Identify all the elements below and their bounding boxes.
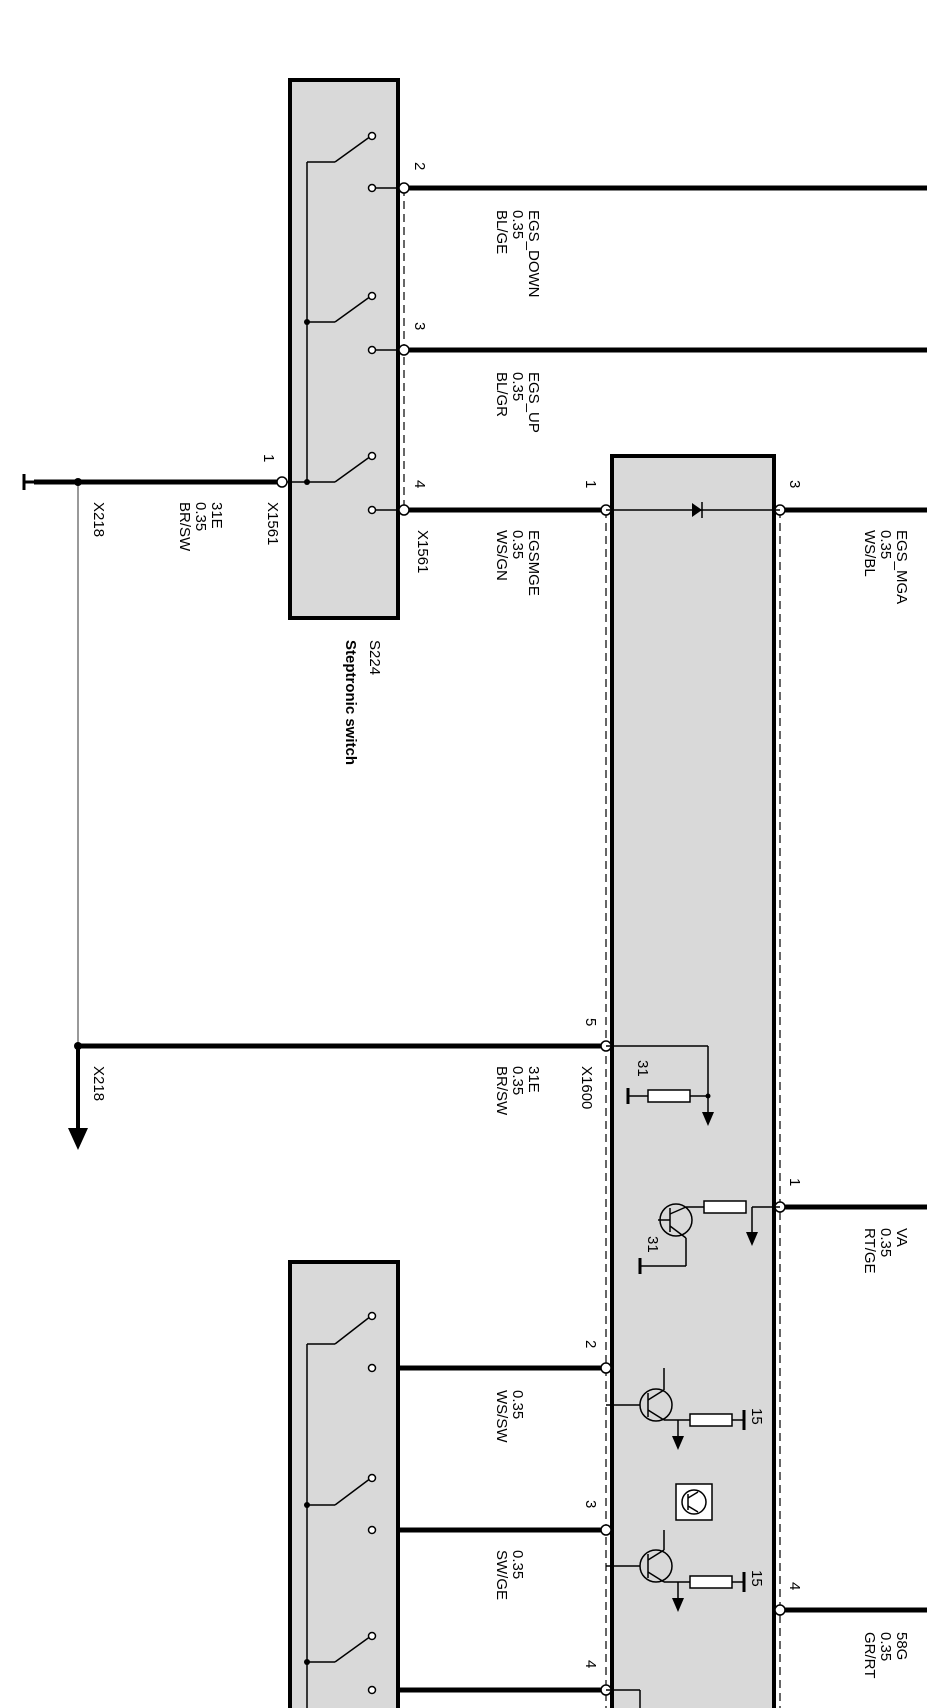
pin-label: 1 [582,480,599,488]
wire-color-label: GR/RT [861,1632,878,1678]
wire-signal-label: EGS_MGA [893,530,910,604]
ground-31-label: 31 [644,1236,661,1253]
connector-label: X1600 [578,1066,595,1109]
ground-symbol [22,474,34,490]
pin-label: 4 [786,1582,803,1590]
switch-contacts-upper [282,131,404,515]
supply-15-label: 15 [748,1570,765,1587]
component-id: S224 [366,640,383,675]
supply-15-label: 15 [748,1408,765,1425]
pin-label: 3 [786,480,803,488]
resistor-icon [647,1089,691,1103]
pin-label: 4 [411,480,428,488]
wire-gauge-label: 0.35 [509,210,526,239]
wire-signal-label: 31E [525,1066,542,1093]
wire-gauge-label: 0.35 [509,1066,526,1095]
connector-label: X1561 [264,502,281,545]
switch-contacts-lower [304,1311,377,1708]
wire-color-label: RT/GE [861,1228,878,1274]
wire-color-label: BR/SW [176,502,193,552]
steptronic-switch-box [288,78,400,620]
pin-label: 2 [582,1340,599,1348]
wire-color-label: WS/BL [861,530,878,577]
wire-signal-label: 31E [208,502,225,529]
wire-gauge-label: 0.35 [509,1390,526,1419]
wire-signal-label: EGS_DOWN [525,210,542,298]
module-internals [606,502,780,1708]
pin-label: 3 [582,1500,599,1508]
wire-gauge-label: 0.35 [877,530,894,559]
pin-label: 5 [582,1018,599,1026]
ground-31-label: 31 [634,1060,651,1077]
steptronic-switch-box-lower [288,1260,400,1708]
pin-label: 2 [411,162,428,170]
wire-color-label: BL/GE [493,210,510,254]
wire-color-label: WS/SW [493,1390,510,1443]
wire-color-label: BL/GR [493,372,510,417]
arrow-down-icon [68,1046,88,1150]
wire-signal-label: EGS_UP [525,372,542,433]
wires [34,185,927,1693]
wire-gauge-label: 0.35 [877,1632,894,1661]
wire-color-label: BR/SW [493,1066,510,1116]
splice-label: X218 [90,1066,107,1101]
pin-label: 4 [582,1660,599,1668]
wire-gauge-label: 0.35 [192,502,209,531]
wire-signal-label: VA [893,1228,910,1247]
wire-color-label: SW/GE [493,1550,510,1600]
component-name: Steptronic switch [342,640,359,765]
diode-icon [692,503,702,517]
pin-label: 1 [260,454,277,462]
wire-gauge-label: 0.35 [509,530,526,559]
wire-gauge-label: 0.35 [509,1550,526,1579]
wire-color-label: WS/GN [493,530,510,581]
connector-label: X1561 [414,530,431,573]
wire-signal-label: 58G [893,1632,910,1660]
wire-signal-label: EGSMGE [525,530,542,596]
splice-label: X218 [90,502,107,537]
pin-label: 3 [411,322,428,330]
wire-gauge-label: 0.35 [877,1228,894,1257]
wire-gauge-label: 0.35 [509,372,526,401]
pin-label: 1 [786,1178,803,1186]
